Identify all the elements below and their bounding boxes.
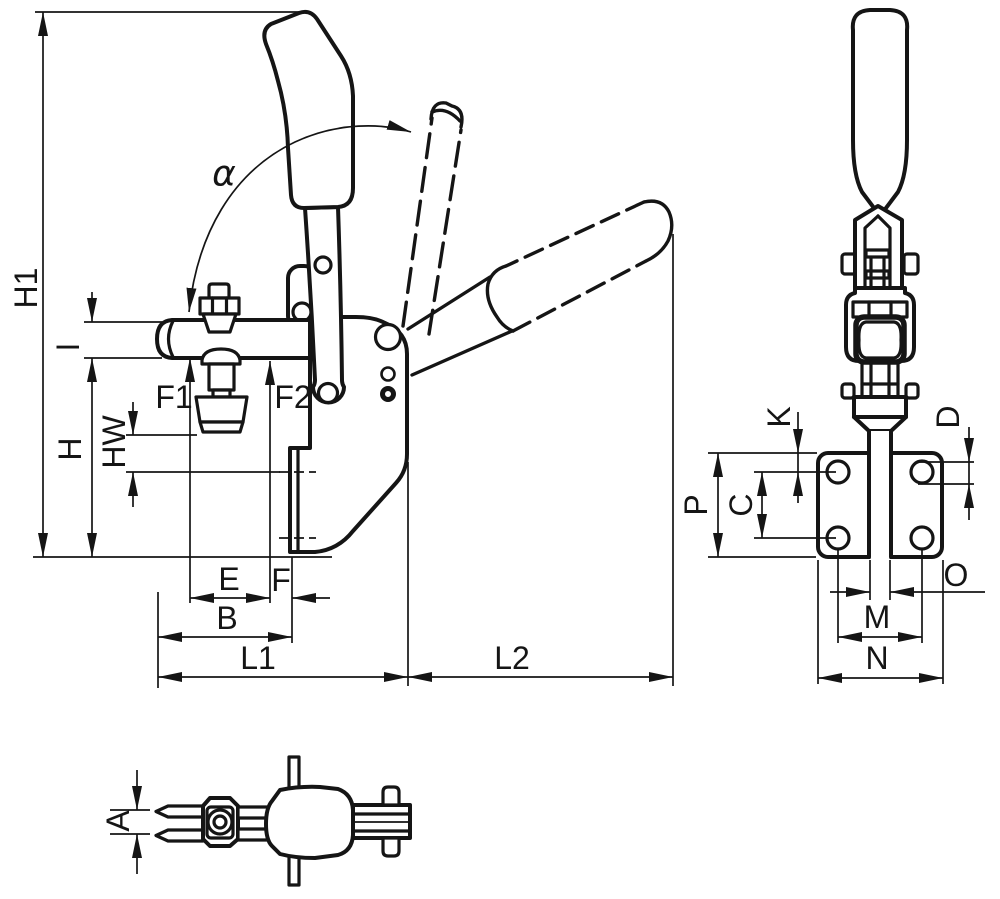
prong-upper — [154, 804, 205, 819]
dim-label-c: C — [723, 493, 759, 516]
clamping-arm — [155, 318, 312, 360]
pivot-hole — [373, 322, 403, 352]
spindle-shaft — [207, 362, 236, 392]
mounting-hole-br — [909, 525, 935, 551]
front-view: K D P C O M N — [678, 8, 985, 684]
hex-nut — [198, 296, 241, 316]
dim-label-f: F — [271, 562, 291, 598]
dim-label-m: M — [864, 599, 891, 635]
lever-pivot-hole — [316, 381, 340, 405]
dim-label-i: I — [50, 343, 86, 352]
mounting-hole-tr — [909, 459, 935, 485]
pivot-pin-right — [902, 252, 920, 276]
dim-label-l2: L2 — [494, 640, 530, 676]
spindle-assembly — [194, 282, 249, 434]
top-body — [351, 785, 412, 858]
lower-pin-right — [904, 382, 920, 400]
threaded-hole — [380, 386, 396, 402]
mounting-plate — [816, 429, 944, 559]
collar — [201, 312, 238, 334]
dim-label-p: P — [678, 494, 714, 515]
dim-label-h1: H1 — [8, 268, 44, 309]
dim-label-h: H — [52, 437, 88, 460]
dim-label-o: O — [944, 557, 969, 593]
dim-label-n: N — [865, 640, 888, 676]
handle-open-position — [406, 199, 674, 377]
dim-label-f2: F2 — [274, 379, 311, 415]
lever-hole — [313, 255, 333, 275]
clamp-foot — [194, 395, 249, 424]
screw-head-top — [381, 785, 401, 807]
base-block — [852, 395, 908, 419]
arm-end-cap — [166, 319, 175, 359]
arm-bar-lower — [236, 827, 270, 842]
lower-pin-left — [840, 382, 856, 400]
side-view-dimensions: H1 I H HW F1 F2 α E F B L1 L2 — [8, 11, 674, 688]
screw-head-bottom — [381, 836, 401, 858]
dim-label-hw: HW — [96, 415, 132, 469]
dim-label-a: A — [100, 810, 136, 832]
top-view-dimensions: A — [100, 770, 150, 874]
top-handle-grip — [264, 784, 355, 860]
dim-label-f1: F1 — [155, 379, 192, 415]
roller-block — [853, 314, 907, 365]
prong-lower — [154, 828, 205, 843]
dim-label-alpha: α — [212, 154, 236, 195]
dim-label-e: E — [218, 561, 239, 597]
dim-label-k: K — [761, 406, 797, 427]
dim-label-b: B — [216, 600, 237, 636]
handle-grip — [262, 9, 355, 210]
front-view-dimensions: K D P C O M N — [678, 405, 985, 684]
cross-pin-top — [287, 755, 301, 792]
dim-label-d: D — [930, 405, 966, 428]
top-view: A — [100, 755, 412, 887]
lower-links — [840, 360, 920, 400]
side-view: H1 I H HW F1 F2 α E F B L1 L2 — [8, 9, 674, 688]
dim-label-l1: L1 — [240, 640, 276, 676]
screw-tip — [207, 282, 231, 300]
roller-barrel — [857, 320, 903, 360]
small-hole — [380, 366, 396, 382]
spindle-rod — [870, 431, 890, 559]
alpha-angle-arc — [186, 120, 412, 313]
front-handle-grip — [850, 8, 910, 216]
washer-dome — [200, 347, 242, 366]
top-hex-nut — [201, 796, 240, 848]
arm-bar-upper — [236, 805, 270, 820]
